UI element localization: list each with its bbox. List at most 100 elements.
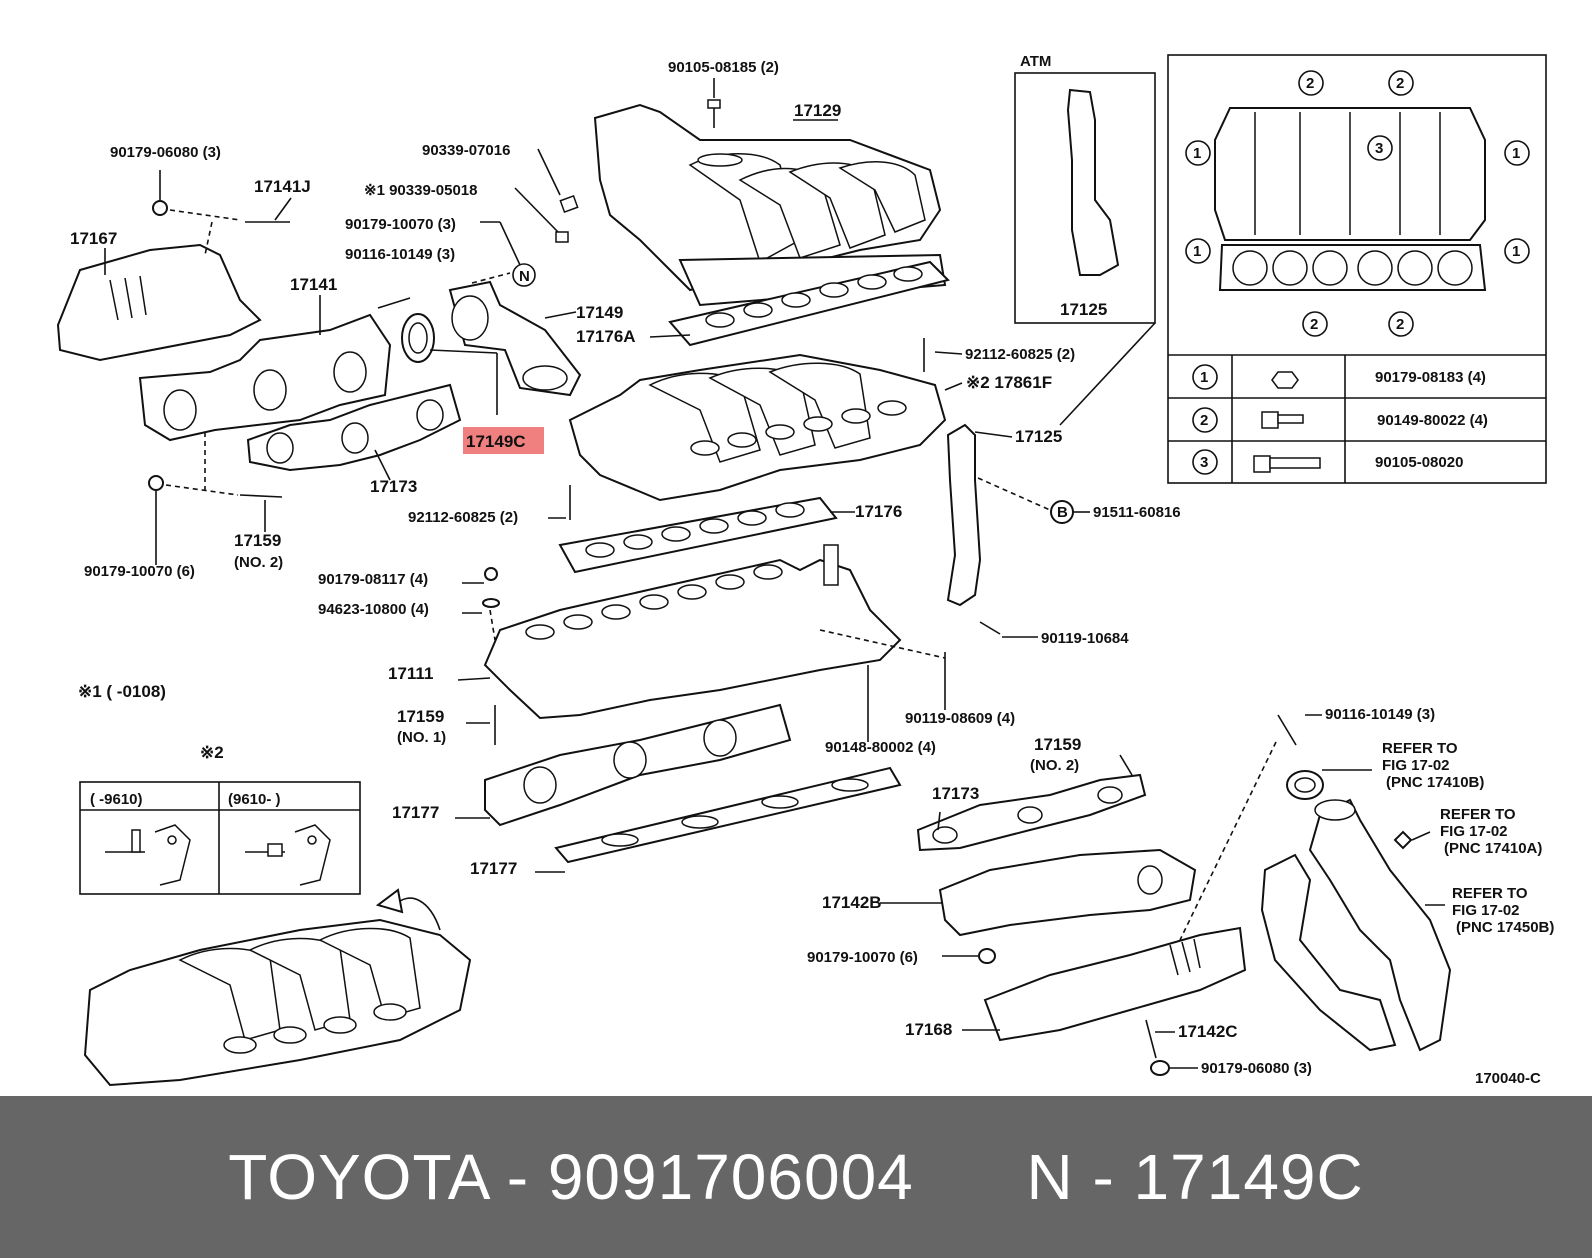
gasket-callout: 1 (1512, 145, 1520, 162)
label-17159-no2b: 17159 (1034, 735, 1081, 754)
stud-detail-new (245, 824, 331, 886)
label-17159-no2b-sub: (NO. 2) (1030, 757, 1079, 774)
gasket-callout: 1 (1193, 145, 1201, 162)
label-90179-08117: 90179-08117 (4) (318, 571, 428, 588)
label-17176: 17176 (855, 502, 902, 521)
bracket-17125-atm (1066, 88, 1120, 276)
intake-gasket-inset (1214, 107, 1487, 291)
label-17111: 17111 (388, 664, 433, 683)
figure-code: 170040-C (1475, 1070, 1541, 1087)
label-17159-no2a-sub: (NO. 2) (234, 554, 283, 571)
refer3-line3: (PNC 17450B) (1456, 919, 1554, 936)
parts-diagram: 90105-08185 (2) 17129 90339-07016 ※1 903… (56, 53, 1555, 1087)
exhaust-pipe (1260, 770, 1452, 1052)
label-94623-10800: 94623-10800 (4) (318, 601, 429, 618)
highlight-box (463, 427, 544, 454)
fastener-nut-icon (1271, 371, 1299, 389)
label-17168: 17168 (905, 1020, 952, 1039)
label-17125a: 17125 (1015, 427, 1062, 446)
label-17173a: 17173 (370, 477, 417, 496)
upper-intake-manifold (593, 103, 947, 307)
exhaust-manifold-17142b (938, 848, 1197, 937)
label-92112-60825-2b: 92112-60825 (2) (408, 509, 518, 526)
label-17177b: 17177 (470, 859, 517, 878)
note-2: ※2 (200, 743, 224, 762)
label-90116-10149-3b: 90116-10149 (3) (1325, 706, 1435, 723)
gasket-17176 (558, 496, 838, 574)
exhaust-manifold-17141 (138, 313, 392, 442)
label-17125b: 17125 (1060, 300, 1107, 319)
heat-shield-17168 (983, 926, 1247, 1042)
gasket-callout: 2 (1310, 316, 1318, 333)
gasket-17177-upper (484, 703, 792, 827)
label-17141: 17141 (290, 275, 337, 294)
label-atm: ATM (1020, 53, 1051, 70)
gasket-17177-lower (554, 766, 902, 864)
gasket-callout: 2 (1306, 75, 1314, 92)
refer1-line1: REFER TO (1382, 740, 1458, 757)
footer-title: TOYOTA - 9091706004 N - 17149C (228, 1141, 1364, 1213)
label-17177a: 17177 (392, 803, 439, 822)
gasket-17173-right (916, 773, 1147, 852)
footer-bar: TOYOTA - 9091706004 N - 17149C (0, 1096, 1592, 1258)
label-17167: 17167 (70, 229, 117, 248)
stud-detail-old (105, 824, 191, 886)
label-90179-10070-3: 90179-10070 (3) (345, 216, 456, 233)
gasket-17173-left (246, 383, 462, 472)
inset-col-right: (9610- ) (228, 791, 281, 808)
note-1: ※1 ( -0108) (78, 682, 166, 701)
gasket-17176a (668, 260, 950, 347)
label-90179-10070-6a: 90179-10070 (6) (84, 563, 195, 580)
label-17129: 17129 (794, 101, 841, 120)
label-90119-10684: 90119-10684 (1041, 630, 1129, 647)
label-17141j: 17141J (254, 177, 311, 196)
label-17176a: 17176A (576, 327, 636, 346)
label-90119-08609: 90119-08609 (4) (905, 710, 1015, 727)
exploded-view: 90105-08185 (2) 17129 90339-07016 ※1 903… (56, 53, 1554, 1087)
label-90179-06080-3a: 90179-06080 (3) (110, 144, 221, 161)
label-17159-no1: 17159 (397, 707, 444, 726)
gasket-callout: 2 (1396, 75, 1404, 92)
fastener-bolt-icon (1261, 411, 1304, 429)
label-17142c: 17142C (1178, 1022, 1238, 1041)
label-92112-60825-2a: 92112-60825 (2) (965, 346, 1075, 363)
callout-b: B (1057, 504, 1068, 521)
gasket-callout: 3 (1375, 140, 1383, 157)
refer1-line3: (PNC 17410B) (1386, 774, 1484, 791)
fastener-long-bolt-icon (1253, 455, 1321, 473)
rotate-arrow-icon (375, 888, 441, 931)
label-90105-08185: 90105-08185 (2) (668, 59, 779, 76)
refer2-line2: FIG 17-02 (1440, 823, 1508, 840)
intake-manifold-bottom-view (83, 918, 472, 1087)
callout-n: N (519, 268, 530, 285)
label-90116-10149-3a: 90116-10149 (3) (345, 246, 455, 263)
label-17149: 17149 (576, 303, 623, 322)
label-17159-no2a: 17159 (234, 531, 281, 550)
refer3-line1: REFER TO (1452, 885, 1528, 902)
label-90339-05018: ※1 90339-05018 (364, 182, 478, 199)
gasket-17149c (401, 313, 435, 363)
label-17861f: ※2 17861F (966, 373, 1052, 392)
fastener-part: 90149-80022 (4) (1377, 412, 1488, 429)
gasket-callout: 1 (1512, 243, 1520, 260)
refer1-line2: FIG 17-02 (1382, 757, 1450, 774)
fastener-part: 90179-08183 (4) (1375, 369, 1486, 386)
label-90179-10070-6b: 90179-10070 (6) (807, 949, 918, 966)
label-17142b: 17142B (822, 893, 882, 912)
label-17149c: 17149C (466, 432, 526, 451)
bracket-17125 (946, 423, 982, 607)
lower-intake-17111 (483, 544, 902, 720)
refer3-line2: FIG 17-02 (1452, 902, 1520, 919)
elbow-17149 (448, 280, 582, 397)
fastener-part: 90105-08020 (1375, 454, 1463, 471)
label-90179-06080-3b: 90179-06080 (3) (1201, 1060, 1312, 1077)
refer2-line1: REFER TO (1440, 806, 1516, 823)
fastener-num: 2 (1200, 412, 1208, 429)
label-17159-no1-sub: (NO. 1) (397, 729, 446, 746)
gasket-callout: 2 (1396, 316, 1404, 333)
label-17173b: 17173 (932, 784, 979, 803)
label-90339-07016: 90339-07016 (422, 142, 510, 159)
intake-plenum (568, 353, 947, 502)
heat-shield-17167 (56, 243, 262, 362)
gasket-callout: 1 (1193, 243, 1201, 260)
